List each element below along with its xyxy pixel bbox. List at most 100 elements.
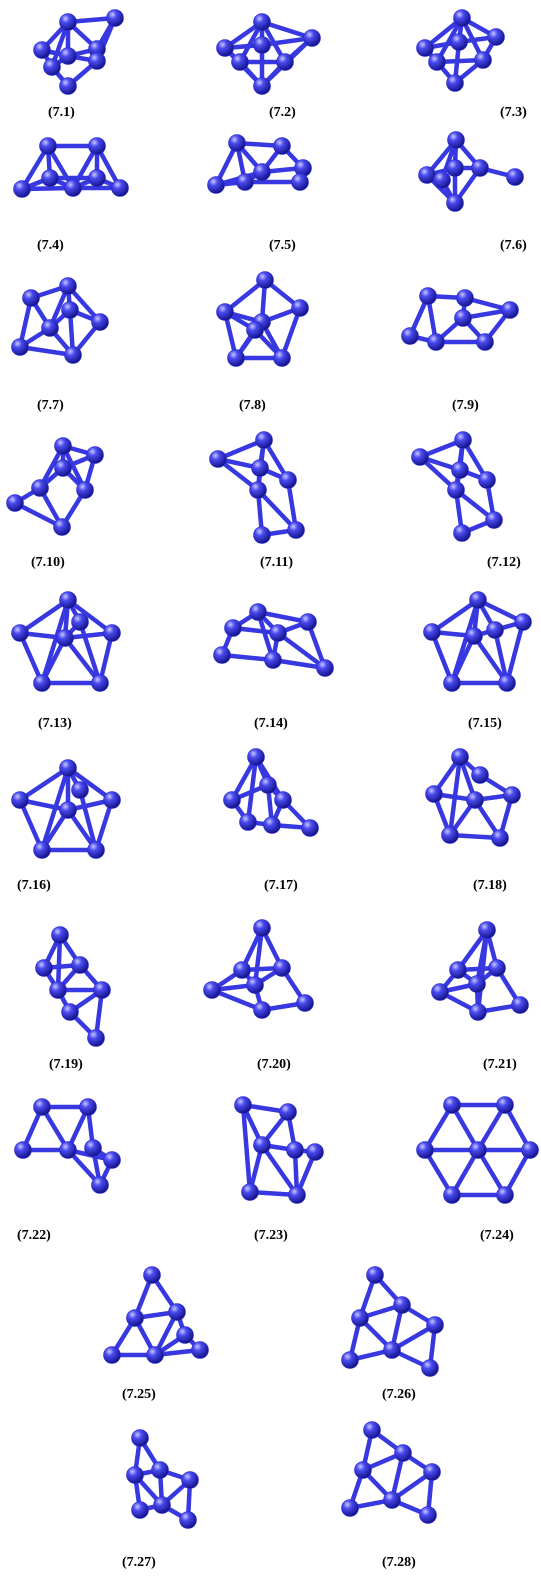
- structure-label-7-1: (7.1): [48, 105, 75, 120]
- atom-7-19-0: [51, 926, 69, 944]
- atom-7-11-4: [249, 481, 267, 499]
- atom-7-20-3: [203, 981, 221, 999]
- structure-label-7-27: (7.27): [122, 1555, 156, 1570]
- atom-7-2-3: [303, 29, 321, 47]
- atom-7-5-3: [253, 163, 271, 181]
- atom-7-10-5: [6, 494, 24, 512]
- atom-7-21-2: [488, 959, 506, 977]
- atom-7-1-4: [59, 47, 77, 65]
- atom-7-1-1: [106, 9, 124, 27]
- bond-7-13-5: [17, 630, 45, 686]
- bond-7-15-11: [492, 627, 510, 686]
- atom-7-23-3: [286, 1141, 304, 1159]
- atom-7-1-0: [59, 13, 77, 31]
- bond-7-13-12: [77, 619, 103, 686]
- structure-label-7-24: (7.24): [480, 1228, 514, 1243]
- atom-7-28-3: [423, 1463, 441, 1481]
- atom-7-2-4: [231, 53, 249, 71]
- atom-7-11-6: [287, 521, 305, 539]
- atom-7-3-5: [474, 51, 492, 69]
- atom-7-7-5: [11, 338, 29, 356]
- cluster-7-1: [33, 9, 124, 95]
- cluster-7-17: [223, 748, 319, 837]
- atom-7-1-7: [59, 77, 77, 95]
- atom-7-25-5: [191, 1341, 209, 1359]
- cluster-7-4: [13, 137, 129, 198]
- structure-label-7-21: (7.21): [483, 1057, 517, 1072]
- atom-7-15-4: [443, 674, 461, 692]
- bond-7-16-11: [77, 787, 99, 853]
- atom-7-2-5: [276, 53, 294, 71]
- cluster-7-14: [213, 603, 334, 677]
- cluster-7-23: [234, 1096, 324, 1204]
- atom-7-7-3: [91, 313, 109, 331]
- atom-7-16-4: [33, 841, 51, 859]
- atom-7-21-0: [478, 921, 496, 939]
- atom-7-19-6: [61, 1003, 79, 1021]
- atom-7-27-1: [126, 1466, 144, 1484]
- atom-7-14-0: [249, 603, 267, 621]
- bond-7-13-0: [17, 597, 71, 636]
- bond-7-11-10: [255, 487, 299, 533]
- atom-7-12-6: [485, 511, 503, 529]
- atom-7-20-0: [253, 919, 271, 937]
- atom-7-19-4: [93, 981, 111, 999]
- cluster-7-24: [416, 1096, 539, 1204]
- atom-7-20-1: [233, 961, 251, 979]
- atom-7-22-6: [84, 1139, 102, 1157]
- atom-7-9-6: [476, 333, 494, 351]
- atom-7-18-3: [503, 786, 521, 804]
- atom-7-19-5: [87, 1029, 105, 1047]
- atom-7-26-1: [351, 1309, 369, 1327]
- atom-7-19-1: [35, 959, 53, 977]
- atom-7-4-2: [13, 180, 31, 198]
- cluster-7-12: [411, 431, 503, 542]
- cluster-7-18: [425, 748, 521, 847]
- atom-7-27-2: [151, 1461, 169, 1479]
- atom-7-28-1: [354, 1461, 372, 1479]
- atom-7-9-2: [501, 301, 519, 319]
- atom-7-5-2: [207, 176, 225, 194]
- atom-7-3-4: [428, 53, 446, 71]
- bond-7-15-9: [471, 633, 510, 686]
- atom-7-24-5: [443, 1186, 461, 1204]
- bond-7-15-12: [449, 597, 481, 686]
- atom-7-22-3: [59, 1141, 77, 1159]
- atom-7-6-5: [433, 171, 451, 189]
- atom-7-15-6: [486, 621, 504, 639]
- atom-7-7-4: [41, 319, 59, 337]
- atom-7-22-4: [103, 1151, 121, 1169]
- cluster-7-28: [341, 1421, 441, 1524]
- atom-7-14-5: [264, 651, 282, 669]
- structure-label-7-10: (7.10): [31, 555, 65, 570]
- atom-7-23-2: [253, 1136, 271, 1154]
- atom-7-14-4: [213, 646, 231, 664]
- atom-7-9-1: [456, 289, 474, 307]
- atom-7-11-3: [279, 471, 297, 489]
- atom-7-20-2: [273, 959, 291, 977]
- atom-7-28-6: [419, 1506, 437, 1524]
- atom-7-24-1: [496, 1096, 514, 1114]
- cluster-7-19: [35, 926, 111, 1047]
- structure-label-7-13: (7.13): [38, 716, 72, 731]
- atom-7-4-0: [39, 137, 57, 155]
- atom-7-16-0: [59, 759, 77, 777]
- cluster-7-27: [126, 1429, 199, 1529]
- cluster-7-20: [203, 919, 314, 1019]
- atom-7-12-4: [447, 481, 465, 499]
- atom-7-12-2: [451, 461, 469, 479]
- cluster-7-7: [11, 277, 109, 364]
- atom-7-5-1: [273, 137, 291, 155]
- atom-7-4-4: [64, 179, 82, 197]
- cluster-7-21: [431, 921, 529, 1021]
- structure-label-7-3: (7.3): [500, 105, 527, 120]
- atom-7-12-3: [478, 471, 496, 489]
- atom-7-27-3: [181, 1471, 199, 1489]
- atom-7-17-5: [239, 813, 257, 831]
- atom-7-8-5: [273, 349, 291, 367]
- atom-7-14-2: [224, 619, 242, 637]
- bond-7-16-5: [17, 797, 45, 853]
- atom-7-13-1: [11, 624, 29, 642]
- atom-7-28-4: [341, 1499, 359, 1517]
